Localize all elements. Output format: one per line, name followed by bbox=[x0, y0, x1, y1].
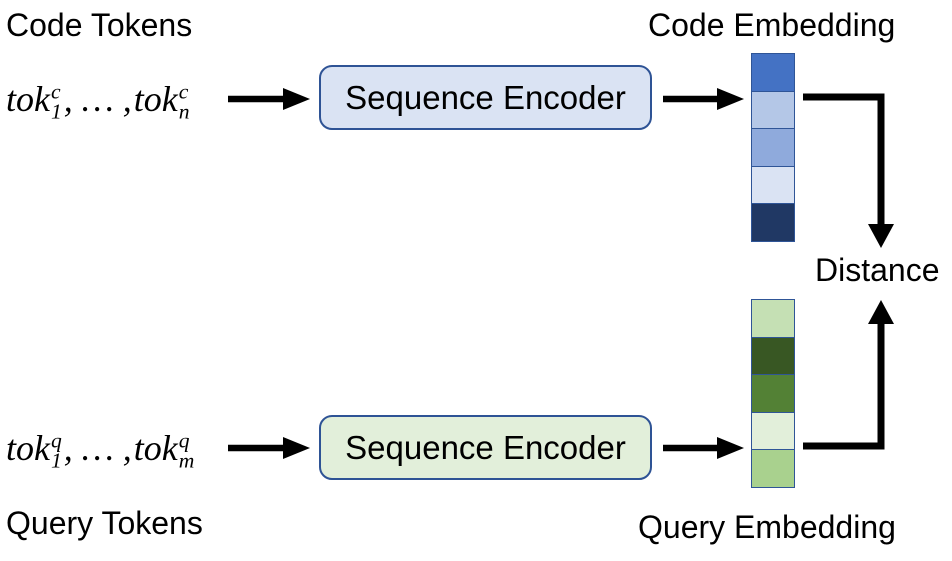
code-sequence-encoder-box: Sequence Encoder bbox=[319, 65, 652, 130]
code-input-arrow-icon bbox=[228, 88, 310, 110]
embedding-cell bbox=[751, 449, 795, 488]
encoder-label: Sequence Encoder bbox=[345, 428, 626, 466]
embedding-cell bbox=[751, 165, 795, 205]
query-embedding-label: Query Embedding bbox=[638, 509, 896, 545]
distance-label: Distance bbox=[815, 252, 940, 288]
query-embedding-to-distance-arrow-icon bbox=[803, 300, 894, 450]
math-base: tok bbox=[6, 428, 50, 468]
query-sequence-encoder-box: Sequence Encoder bbox=[319, 415, 652, 480]
math-base: tok bbox=[6, 79, 50, 119]
math-separator: , … , bbox=[63, 79, 132, 119]
embedding-cell bbox=[751, 336, 795, 376]
code-output-arrow-icon bbox=[663, 88, 744, 110]
math-base: tok bbox=[133, 428, 178, 468]
query-embedding-stack bbox=[751, 299, 795, 488]
math-separator: , … , bbox=[63, 428, 132, 468]
embedding-cell bbox=[751, 203, 795, 242]
embedding-cell bbox=[751, 299, 795, 338]
code-tokens-label: Code Tokens bbox=[6, 7, 193, 43]
embedding-cell bbox=[751, 128, 795, 167]
code-embedding-label: Code Embedding bbox=[648, 7, 896, 43]
embedding-cell bbox=[751, 53, 795, 92]
embedding-cell bbox=[751, 374, 795, 413]
math-base: tok bbox=[133, 79, 178, 119]
query-input-arrow-icon bbox=[228, 437, 310, 459]
query-output-arrow-icon bbox=[663, 437, 744, 459]
embedding-cell bbox=[751, 90, 795, 130]
code-embedding-stack bbox=[751, 53, 795, 242]
query-tokens-label: Query Tokens bbox=[6, 505, 203, 541]
embedding-cell bbox=[751, 411, 795, 451]
encoder-label: Sequence Encoder bbox=[345, 78, 626, 116]
code-embedding-to-distance-arrow-icon bbox=[803, 93, 894, 248]
